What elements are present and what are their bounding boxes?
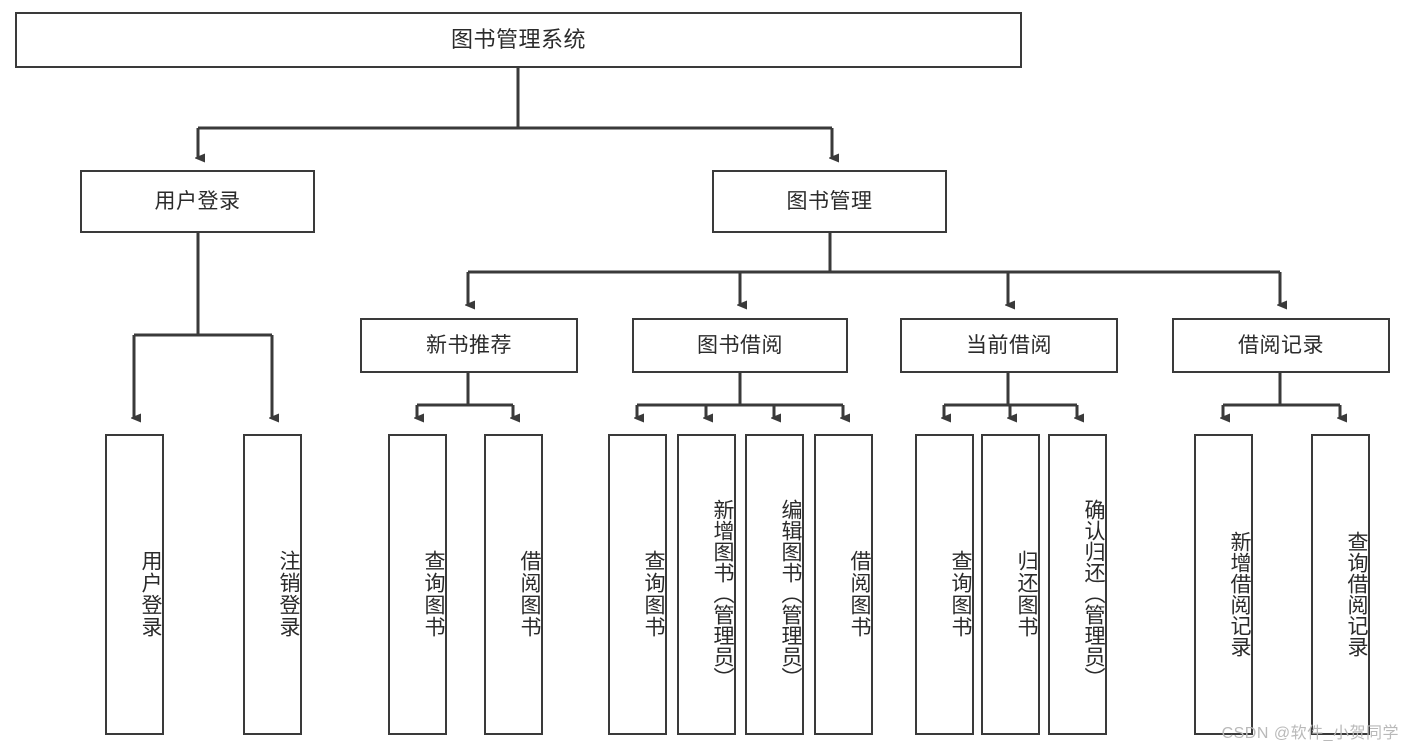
node-borrow-record[interactable]: 借阅记录 bbox=[1172, 318, 1390, 373]
node-label: 借阅图书 bbox=[518, 549, 541, 638]
leaf-borrow-record-query-record[interactable]: 查询借阅记录 bbox=[1311, 434, 1370, 735]
leaf-book-borrow-query-book[interactable]: 查询图书 bbox=[608, 434, 667, 735]
leaf-current-borrow-return-book[interactable]: 归还图书 bbox=[981, 434, 1040, 735]
leaf-book-borrow-edit-book-admin[interactable]: 编辑图书（管理员） bbox=[745, 434, 804, 735]
node-label: 借阅记录 bbox=[1238, 333, 1324, 357]
node-label: 图书管理 bbox=[786, 189, 873, 213]
leaf-user-login-login[interactable]: 用户登录 bbox=[105, 434, 164, 735]
leaf-current-borrow-confirm-return-admin[interactable]: 确认归还（管理员） bbox=[1048, 434, 1107, 735]
node-new-book-recommend[interactable]: 新书推荐 bbox=[360, 318, 578, 373]
node-book-borrow[interactable]: 图书借阅 bbox=[632, 318, 848, 373]
node-current-borrow[interactable]: 当前借阅 bbox=[900, 318, 1118, 373]
node-label: 查询图书 bbox=[422, 549, 445, 638]
leaf-book-borrow-borrow-book[interactable]: 借阅图书 bbox=[814, 434, 873, 735]
node-label: 编辑图书（管理员） bbox=[779, 499, 802, 688]
node-label: 确认归还（管理员） bbox=[1082, 499, 1105, 688]
csdn-watermark: CSDN @软件_小贺同学 bbox=[1221, 725, 1399, 742]
node-label: 当前借阅 bbox=[966, 333, 1052, 357]
node-label: 借阅图书 bbox=[848, 549, 871, 638]
leaf-user-login-logout[interactable]: 注销登录 bbox=[243, 434, 302, 735]
leaf-new-book-borrow-book[interactable]: 借阅图书 bbox=[484, 434, 543, 735]
node-label: 图书借阅 bbox=[697, 333, 783, 357]
node-label: 归还图书 bbox=[1015, 549, 1038, 638]
leaf-borrow-record-add-record[interactable]: 新增借阅记录 bbox=[1194, 434, 1253, 735]
node-label: 用户登录 bbox=[154, 189, 241, 213]
node-root-book-management-system[interactable]: 图书管理系统 bbox=[15, 12, 1022, 68]
node-label: 查询借阅记录 bbox=[1345, 530, 1368, 657]
node-label: 查询图书 bbox=[949, 549, 972, 638]
node-user-login[interactable]: 用户登录 bbox=[80, 170, 315, 233]
leaf-new-book-query-book[interactable]: 查询图书 bbox=[388, 434, 447, 735]
node-label: 注销登录 bbox=[277, 549, 300, 638]
node-label: 图书管理系统 bbox=[450, 26, 586, 52]
node-book-management[interactable]: 图书管理 bbox=[712, 170, 947, 233]
node-label: 用户登录 bbox=[139, 549, 162, 638]
leaf-current-borrow-query-book[interactable]: 查询图书 bbox=[915, 434, 974, 735]
node-label: 新增借阅记录 bbox=[1228, 530, 1251, 657]
node-label: 新增图书（管理员） bbox=[711, 499, 734, 688]
node-label: 新书推荐 bbox=[426, 333, 512, 357]
leaf-book-borrow-add-book-admin[interactable]: 新增图书（管理员） bbox=[677, 434, 736, 735]
node-label: 查询图书 bbox=[642, 549, 665, 638]
